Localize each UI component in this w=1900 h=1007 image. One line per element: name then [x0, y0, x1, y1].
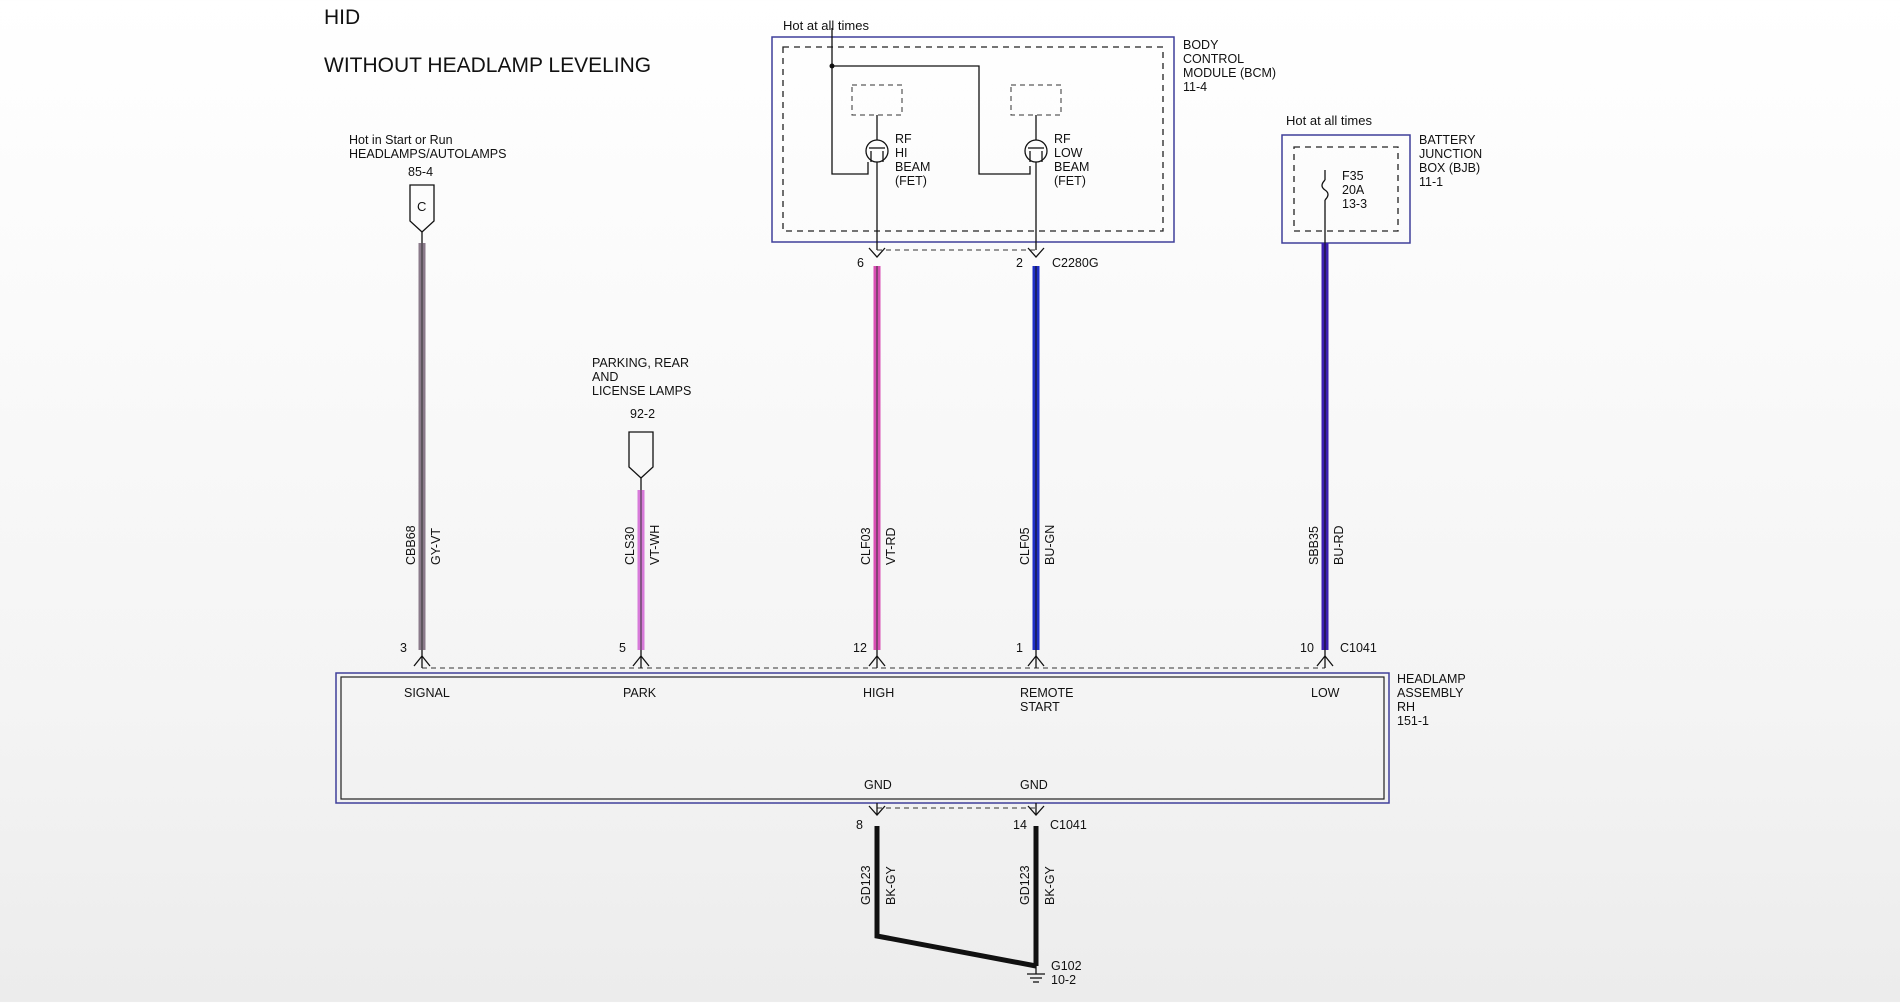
- wire-circuit-label: SBB35: [1307, 526, 1321, 565]
- pin-label: LOW: [1311, 686, 1340, 700]
- pin-number: 3: [400, 641, 407, 655]
- connector-arrow-icon: [1027, 247, 1045, 258]
- bcm-pin-hi: 6: [857, 256, 864, 270]
- diagram-subtitle: WITHOUT HEADLAMP LEVELING: [324, 54, 651, 77]
- wire-color-label: BU-GN: [1043, 525, 1057, 565]
- fet-hi-label: RF HI BEAM (FET): [895, 132, 934, 188]
- wire-circuit-label: GD123: [859, 865, 873, 905]
- wire-color-label: VT-RD: [884, 528, 898, 566]
- bcm-hot-label: Hot at all times: [783, 18, 869, 33]
- wire-color-label: BK-GY: [1043, 865, 1057, 905]
- headlamps-source-ref: 85-4: [408, 165, 433, 179]
- pin-number: 12: [853, 641, 867, 655]
- wire-circuit-label: CLS30: [623, 527, 637, 565]
- fet-low-control: [1010, 84, 1062, 116]
- bcm-connector-id: C2280G: [1052, 256, 1099, 270]
- ground-wire-left: [874, 826, 1037, 969]
- pin-number: 5: [619, 641, 626, 655]
- wire-color-label: GY-VT: [429, 528, 443, 565]
- headlamp-connector-id: C1041: [1340, 641, 1377, 655]
- ground-name: G102: [1051, 959, 1082, 973]
- fet-hi-control: [851, 84, 903, 116]
- gnd-pin-number: 8: [856, 818, 863, 832]
- wire-circuit-label: CLF05: [1018, 527, 1032, 565]
- gnd-label: GND: [864, 778, 892, 792]
- bjb-inner-outline: [1293, 146, 1399, 232]
- fuse-icon: [1321, 179, 1329, 201]
- connector-arrow-icon: [868, 247, 886, 258]
- parking-source-label: PARKING, REAR AND LICENSE LAMPS: [592, 356, 693, 398]
- bjb-module: Hot at all times F35 20A 13-3 BATTERY JU…: [1281, 113, 1486, 244]
- bjb-name: BATTERY JUNCTION BOX (BJB) 11-1: [1419, 133, 1486, 189]
- wire-color-label: BU-RD: [1332, 525, 1346, 565]
- bcm-inner-outline: [782, 46, 1164, 232]
- headlamp-outline-inner: [340, 676, 1385, 800]
- bjb-fuse-label: F35 20A 13-3: [1342, 169, 1367, 211]
- pin-number: 1: [1016, 641, 1023, 655]
- gnd-connector-id: C1041: [1050, 818, 1087, 832]
- fet-transistor-icon: [1024, 139, 1048, 163]
- bjb-outline: [1281, 134, 1411, 244]
- headlamps-source-label: Hot in Start or Run HEADLAMPS/AUTOLAMPS: [349, 133, 506, 161]
- wire-color-label: VT-WH: [648, 525, 662, 565]
- bcm-module: Hot at all times RF HI: [771, 18, 1280, 270]
- pin-label: SIGNAL: [404, 686, 450, 700]
- pin-label: HIGH: [863, 686, 894, 700]
- parking-source-ref: 92-2: [630, 407, 655, 421]
- fet-transistor-icon: [865, 139, 889, 163]
- offpage-connector-icon: [628, 431, 654, 479]
- parking-source: PARKING, REAR AND LICENSE LAMPS 92-2: [592, 356, 693, 479]
- wire-color-label: BK-GY: [884, 865, 898, 905]
- fet-low-label: RF LOW BEAM (FET): [1054, 132, 1093, 188]
- pin-label-line2: START: [1020, 700, 1060, 714]
- wire-circuit-label: GD123: [1018, 865, 1032, 905]
- diagram-title: HID: [324, 6, 360, 29]
- bcm-outline: [771, 36, 1175, 243]
- gnd-label: GND: [1020, 778, 1048, 792]
- ground-ref: 10-2: [1051, 973, 1076, 987]
- ground-icon: [1027, 973, 1045, 983]
- wire-circuit-label: CBB68: [404, 525, 418, 565]
- headlamp-outline-outer: [335, 672, 1390, 804]
- gnd-pin-number: 14: [1013, 818, 1027, 832]
- bcm-pin-low: 2: [1016, 256, 1023, 270]
- ground-wiring: 8 14 C1041 GD123 BK-GY GD123 BK-GY G102 …: [856, 803, 1087, 987]
- bcm-name: BODY CONTROL MODULE (BCM) 11-4: [1183, 38, 1280, 94]
- pin-label: REMOTE: [1020, 686, 1073, 700]
- offpage-connector-tag: C: [417, 199, 426, 214]
- bjb-hot-label: Hot at all times: [1286, 113, 1372, 128]
- offpage-connector-icon: [409, 184, 435, 233]
- pin-label: PARK: [623, 686, 657, 700]
- pin-number: 10: [1300, 641, 1314, 655]
- headlamps-source: Hot in Start or Run HEADLAMPS/AUTOLAMPS …: [349, 133, 506, 233]
- headlamp-assembly: 3 5 12 1 10 C1041 SIGNAL PARK HIGH REMOT…: [335, 641, 1469, 804]
- wire-circuit-label: CLF03: [859, 527, 873, 565]
- headlamp-name: HEADLAMP ASSEMBLY RH 151-1: [1397, 672, 1469, 728]
